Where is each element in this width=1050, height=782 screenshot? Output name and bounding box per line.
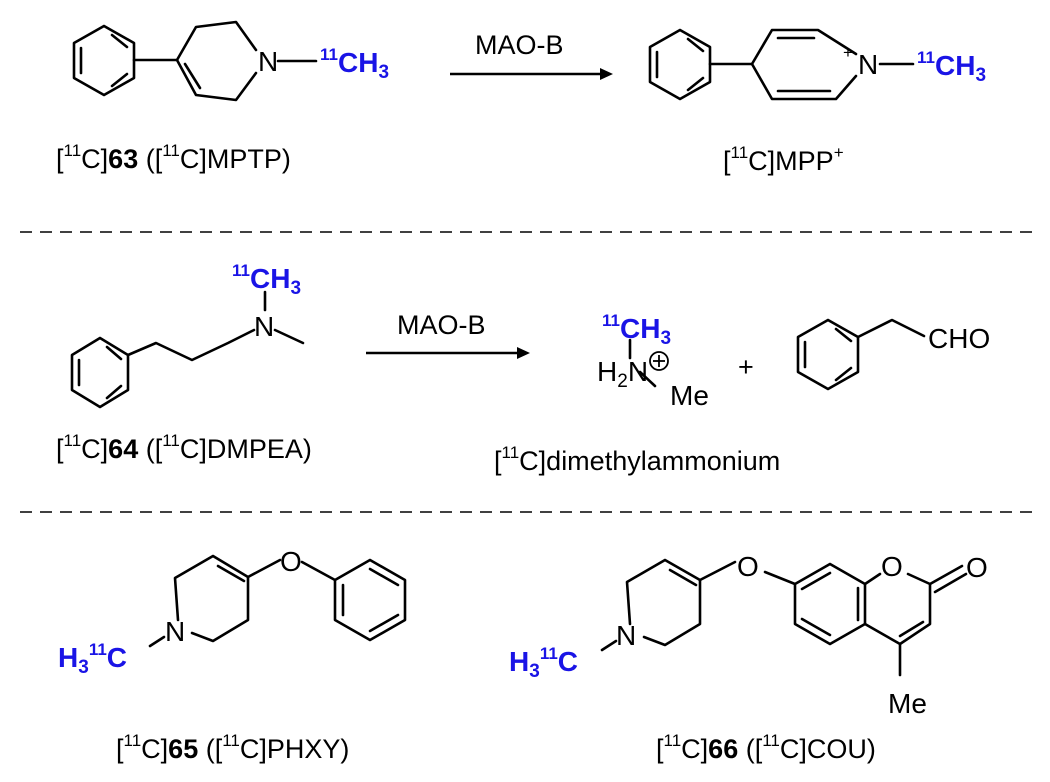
dmpea-nitrogen: N — [254, 311, 274, 342]
cou-11c-methyl: H311C — [509, 644, 578, 682]
mpp-structure — [648, 28, 915, 101]
aldehyde-cho: CHO — [928, 323, 990, 354]
mpp-charge: + — [843, 43, 853, 62]
cou-ring-oxygen: O — [881, 551, 903, 582]
phxy-caption: [11C]65 ([11C]PHXY) — [116, 731, 349, 764]
cou-methyl: Me — [888, 688, 927, 719]
ammonium-11c-methyl: 11CH3 — [602, 311, 671, 349]
phxy-oxygen: O — [280, 546, 302, 577]
mptp-caption: [11C]63 ([11C]MPTP) — [56, 141, 291, 174]
cou-structure — [600, 558, 968, 677]
cou-nitrogen: N — [616, 620, 636, 651]
ammonium-h2n: H2N — [597, 356, 648, 392]
cou-caption: [11C]66 ([11C]COU) — [656, 731, 876, 764]
dmpea-11c-methyl: 11CH3 — [232, 261, 301, 299]
plus-sign: + — [738, 352, 754, 382]
ammonium-methyl: Me — [670, 380, 709, 411]
mpp-caption: [11C]MPP+ — [723, 143, 844, 176]
cou-ether-oxygen: O — [737, 551, 759, 582]
phxy-structure — [148, 554, 407, 648]
mpp-11c-methyl: 11CH3 — [917, 48, 986, 86]
reaction-arrow-1 — [450, 68, 613, 80]
dmpea-caption: [11C]64 ([11C]DMPEA) — [56, 431, 312, 464]
cou-carbonyl-oxygen: O — [966, 552, 988, 583]
mptp-nitrogen: N — [258, 46, 278, 77]
reaction-arrow-2 — [366, 347, 530, 359]
mpp-nitrogen: N — [858, 49, 878, 80]
mptp-structure — [72, 20, 318, 102]
phenylacetaldehyde-structure — [796, 318, 926, 391]
phxy-11c-methyl: H311C — [58, 640, 127, 678]
enzyme-label-1: MAO-B — [475, 30, 564, 60]
phxy-nitrogen: N — [165, 616, 185, 647]
dmpea-structure — [70, 290, 305, 409]
ammonium-caption: [11C]dimethylammonium — [494, 443, 780, 476]
mptp-11c-methyl: 11CH3 — [320, 45, 389, 83]
enzyme-label-2: MAO-B — [397, 310, 486, 340]
dimethylammonium-structure — [628, 338, 669, 388]
